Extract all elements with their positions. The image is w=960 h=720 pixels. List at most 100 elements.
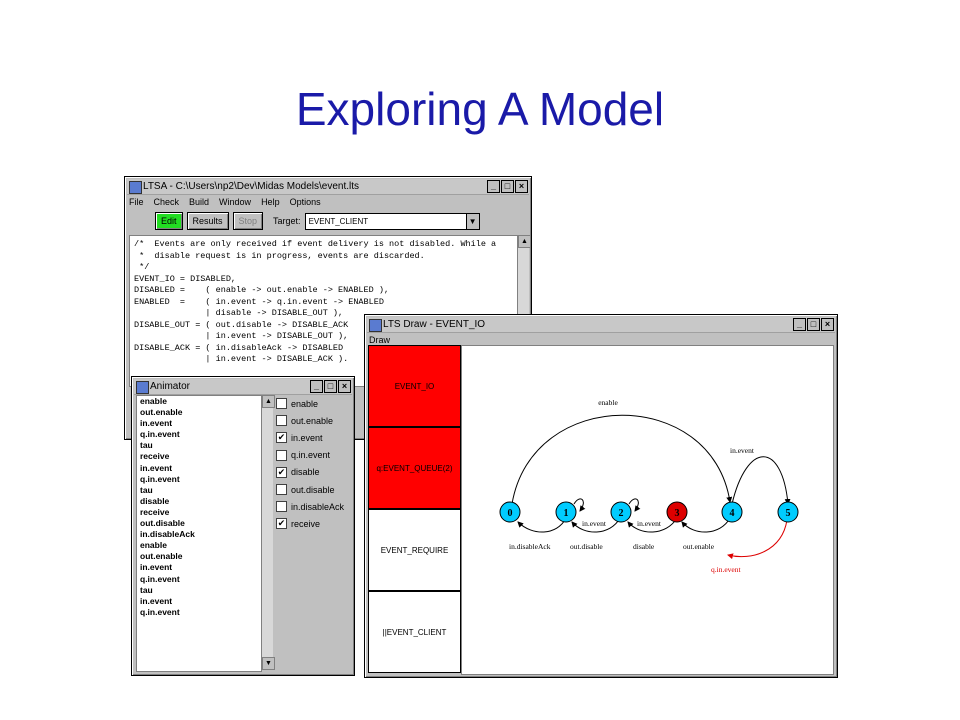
- animator-title: Animator: [150, 381, 191, 392]
- action-row[interactable]: ✔receive: [276, 515, 350, 532]
- dropdown-arrow-icon[interactable]: ▼: [465, 213, 479, 229]
- state-5[interactable]: 5: [777, 501, 799, 523]
- action-row[interactable]: enable: [276, 395, 350, 412]
- state-3-node: [666, 501, 688, 523]
- label-in-event-1: in.event: [582, 519, 607, 528]
- list-item: receive: [140, 506, 170, 517]
- lts-graph-canvas[interactable]: enable in.event in.event in.event in.dis…: [461, 345, 834, 675]
- list-item: in.event: [140, 562, 173, 573]
- tab-event-queue[interactable]: q:EVENT_QUEUE(2): [368, 427, 461, 509]
- list-item: receive: [140, 451, 170, 462]
- list-item: tau: [140, 440, 153, 451]
- label-out-disable: out.disable: [570, 542, 603, 551]
- action-row[interactable]: in.disableAck: [276, 498, 350, 515]
- action-row[interactable]: out.enable: [276, 412, 350, 429]
- slide-title: Exploring A Model: [295, 83, 665, 135]
- edit-button[interactable]: Edit: [155, 212, 183, 230]
- tab-label: ||EVENT_CLIENT: [382, 627, 447, 637]
- maximize-button[interactable]: □: [501, 180, 514, 193]
- action-row[interactable]: q.in.event: [276, 447, 350, 464]
- close-button[interactable]: ×: [821, 318, 834, 331]
- list-item: enable: [140, 396, 167, 406]
- maximize-button[interactable]: □: [807, 318, 820, 331]
- action-row[interactable]: ✔disable: [276, 464, 350, 481]
- state-4[interactable]: 4: [721, 501, 743, 523]
- action-label: out.enable: [291, 415, 334, 426]
- label-disable: disable: [633, 542, 655, 551]
- state-2[interactable]: 2: [610, 501, 632, 523]
- ltsa-titlebar[interactable]: LTSA - C:\Users\np2\Dev\Midas Models\eve…: [127, 179, 529, 195]
- lts-draw-menubar: Draw: [369, 333, 390, 347]
- results-button[interactable]: Results: [186, 212, 229, 230]
- state-3[interactable]: 3: [666, 501, 688, 523]
- list-item: q.in.event: [140, 606, 180, 617]
- checkbox[interactable]: ✔: [276, 466, 287, 478]
- state-1-node: [555, 501, 577, 523]
- close-button[interactable]: ×: [338, 380, 351, 393]
- checkbox[interactable]: ✔: [276, 432, 287, 444]
- stop-button[interactable]: Stop: [232, 212, 264, 230]
- scroll-up-icon[interactable]: ▲: [518, 235, 531, 248]
- label-out-enable: out.enable: [683, 542, 715, 551]
- menu-options[interactable]: Options: [289, 197, 321, 207]
- animator-titlebar[interactable]: Animator _ □ ×: [134, 379, 352, 395]
- state-0-node: [499, 501, 521, 523]
- minimize-button[interactable]: _: [487, 180, 500, 193]
- menu-window[interactable]: Window: [219, 197, 252, 207]
- menu-draw[interactable]: Draw: [369, 335, 391, 345]
- list-item: in.event: [140, 462, 173, 473]
- checkbox[interactable]: [276, 501, 287, 513]
- menu-help[interactable]: Help: [261, 197, 280, 207]
- code-editor[interactable]: /* Events are only received if event del…: [129, 235, 519, 387]
- state-0[interactable]: 0: [499, 501, 521, 523]
- lts-draw-window: LTS Draw - EVENT_IO _ □ × Draw EVENT_IO …: [364, 314, 838, 678]
- animator-window: Animator _ □ × enable out.enable in.even…: [131, 376, 355, 676]
- trace-scrollbar[interactable]: ▲ ▼: [261, 395, 275, 670]
- trace-list[interactable]: enable out.enable in.event q.in.event ta…: [136, 395, 262, 672]
- edge-q-in-event: [727, 519, 788, 560]
- java-icon: [136, 381, 149, 394]
- edge-in-event-top: [731, 456, 791, 505]
- action-label: out.disable: [291, 484, 335, 495]
- ltsa-title: LTSA - C:\Users\np2\Dev\Midas Models\eve…: [143, 181, 360, 192]
- list-item: enable: [140, 540, 167, 551]
- state-5-node: [777, 501, 799, 523]
- checkbox[interactable]: [276, 484, 287, 496]
- menu-check[interactable]: Check: [153, 197, 180, 207]
- label-enable: enable: [598, 398, 618, 407]
- menu-build[interactable]: Build: [189, 197, 210, 207]
- tab-label: q:EVENT_QUEUE(2): [376, 463, 453, 473]
- maximize-button[interactable]: □: [324, 380, 337, 393]
- tab-event-client[interactable]: ||EVENT_CLIENT: [368, 591, 461, 673]
- label-in-event-2: in.event: [637, 519, 662, 528]
- edge-enable: [511, 414, 733, 505]
- ltsa-menubar: File Check Build Window Help Options: [129, 195, 321, 209]
- checkbox[interactable]: ✔: [276, 518, 287, 530]
- edge-disable: [627, 517, 678, 533]
- state-1[interactable]: 1: [555, 501, 577, 523]
- ltsa-toolbar: Edit Results Stop Target: EVENT_CLIENT ▼: [155, 212, 480, 230]
- tab-event-require[interactable]: EVENT_REQUIRE: [368, 509, 461, 591]
- checkbox[interactable]: [276, 449, 287, 461]
- tab-label: EVENT_REQUIRE: [380, 545, 449, 555]
- java-icon: [129, 181, 142, 194]
- list-item: q.in.event: [140, 429, 180, 440]
- menu-file[interactable]: File: [129, 197, 144, 207]
- scroll-down-icon[interactable]: ▼: [262, 657, 275, 670]
- lts-draw-title: LTS Draw - EVENT_IO: [383, 319, 486, 330]
- action-row[interactable]: ✔in.event: [276, 429, 350, 446]
- target-value: EVENT_CLIENT: [308, 216, 369, 226]
- lts-draw-titlebar[interactable]: LTS Draw - EVENT_IO _ □ ×: [367, 317, 835, 333]
- action-label: enable: [291, 398, 319, 409]
- scroll-up-icon[interactable]: ▲: [262, 395, 275, 408]
- checkbox[interactable]: [276, 398, 287, 410]
- checkbox[interactable]: [276, 415, 287, 427]
- state-0-label: 0: [508, 508, 513, 519]
- close-button[interactable]: ×: [515, 180, 528, 193]
- minimize-button[interactable]: _: [793, 318, 806, 331]
- tab-event-io[interactable]: EVENT_IO: [368, 345, 461, 427]
- action-row[interactable]: out.disable: [276, 481, 350, 498]
- target-select[interactable]: EVENT_CLIENT ▼: [304, 212, 480, 230]
- minimize-button[interactable]: _: [310, 380, 323, 393]
- list-item: q.in.event: [140, 573, 180, 584]
